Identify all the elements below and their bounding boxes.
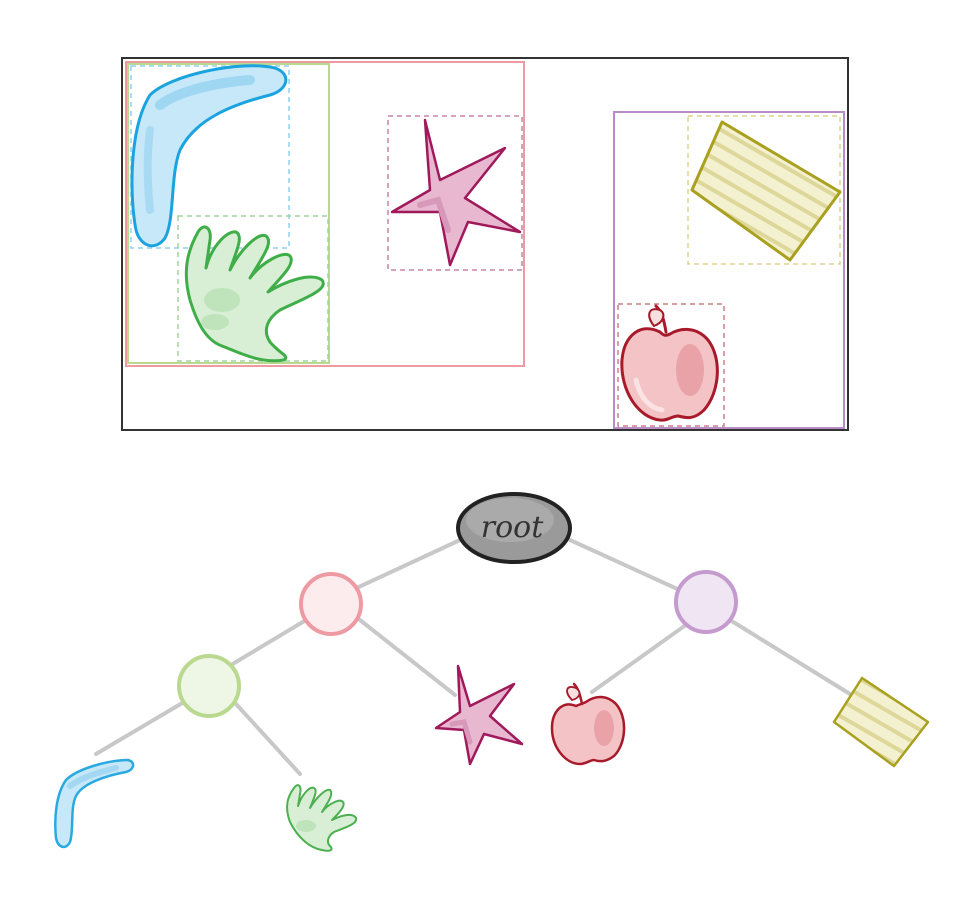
rectangle-icon: [690, 120, 842, 262]
rectangle-leaf-icon: [832, 676, 930, 768]
pink-node: [299, 572, 363, 636]
edge-pink-star: [358, 618, 457, 697]
star-leaf-icon: [434, 664, 524, 766]
star-icon: [390, 118, 522, 267]
tree-panel: root: [54, 492, 930, 852]
star-leaf-box: [387, 115, 523, 271]
pink-bounding-box: [125, 61, 525, 367]
edge-pink-green: [224, 618, 308, 670]
edge-purple-apple: [590, 620, 692, 694]
purple-node: [674, 570, 738, 634]
edge-root-purple: [568, 538, 686, 594]
edge-purple-rect: [728, 618, 852, 696]
root-label: root: [481, 510, 544, 545]
boomerang-icon: [130, 64, 288, 248]
apple-leaf-icon: [550, 682, 626, 766]
rect-leaf-box: [687, 115, 841, 265]
purple-bounding-box: [613, 111, 845, 429]
hand-icon: [184, 225, 325, 363]
hand-leaf-icon: [286, 784, 358, 852]
hand-leaf-box: [177, 215, 329, 362]
green-node: [177, 654, 241, 718]
scene-panel: [121, 57, 849, 431]
edge-green-hand: [234, 702, 302, 776]
tree-edges: [94, 538, 852, 776]
apple-leaf-box: [617, 303, 725, 427]
boomerang-leaf-icon: [54, 758, 135, 849]
edge-green-boomerang: [94, 700, 186, 756]
green-bounding-box: [127, 63, 330, 364]
edge-root-pink: [346, 538, 462, 594]
scene-frame: [121, 57, 849, 431]
root-node: root: [456, 492, 572, 564]
apple-icon: [620, 304, 719, 422]
